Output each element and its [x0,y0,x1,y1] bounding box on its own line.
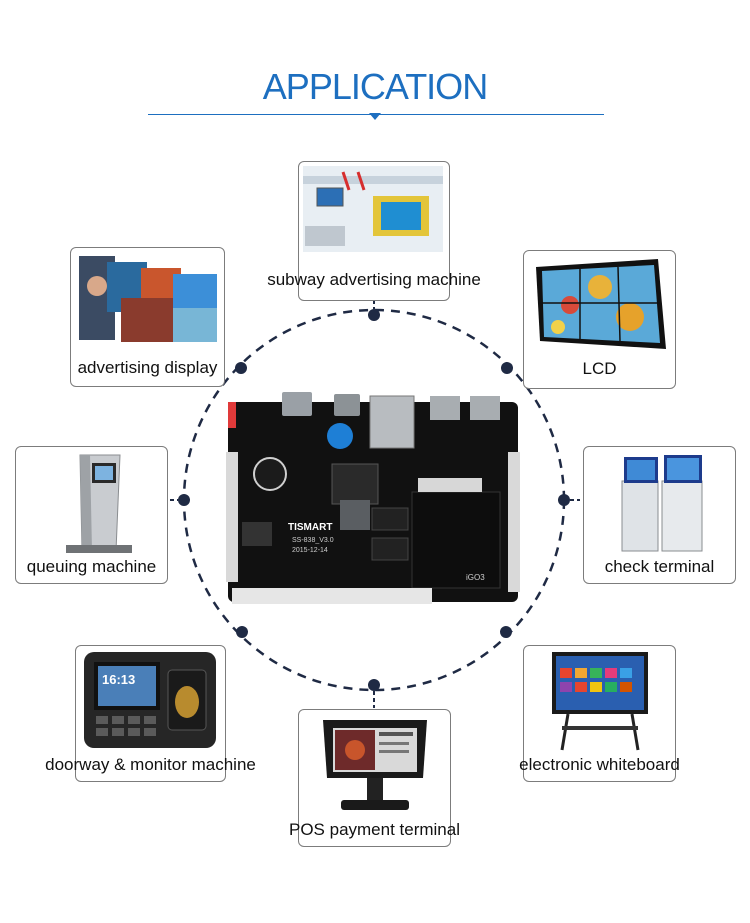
label-advertising-display: advertising display [77,358,218,377]
board-brand: TISMART [288,522,332,533]
card-doorway-monitor: 16:13 doorway & monitor machine [45,645,256,782]
label-doorway-monitor: doorway & monitor machine [45,755,256,774]
display-wall-icon [77,252,219,344]
lcd-wall-icon [530,257,670,353]
card-queuing-machine: queuing machine [15,446,168,584]
pos-terminal-icon [319,716,431,814]
label-subway-advertising: subway advertising machine [267,270,481,289]
card-advertising-display: advertising display [70,247,225,387]
node-bottom [368,679,380,691]
node-right [558,494,570,506]
card-check-terminal: check terminal [583,446,736,584]
fingerprint-clock: 16:13 [102,672,135,687]
node-top-right [501,362,513,374]
title-pointer [369,113,381,120]
node-top-left [235,362,247,374]
label-electronic-whiteboard: electronic whiteboard [519,755,680,774]
kiosk-icon [46,451,136,555]
node-top [368,309,380,321]
check-terminal-icon [614,451,714,555]
page-title: APPLICATION [262,66,488,107]
whiteboard-icon [548,650,652,752]
board-model: SS-838_V3.0 [292,537,334,544]
fingerprint-terminal-icon: 16:13 [82,650,218,750]
node-bottom-left [236,626,248,638]
card-lcd: LCD [523,250,676,389]
label-pos-terminal: POS payment terminal [288,820,460,839]
board-date: 2015-12-14 [292,547,328,554]
motherboard-image: TISMART SS-838_V3.0 2015-12-14 iGO3 [222,392,525,610]
card-subway-advertising: subway advertising machine [267,161,481,301]
label-check-terminal: check terminal [604,557,715,576]
node-left [178,494,190,506]
board-chip-label: iGO3 [466,573,485,582]
card-electronic-whiteboard: electronic whiteboard [519,645,680,782]
card-pos-terminal: POS payment terminal [289,709,460,847]
label-queuing-machine: queuing machine [26,557,157,576]
node-bottom-right [500,626,512,638]
label-lcd: LCD [582,359,617,378]
subway-screen-icon [303,166,443,252]
